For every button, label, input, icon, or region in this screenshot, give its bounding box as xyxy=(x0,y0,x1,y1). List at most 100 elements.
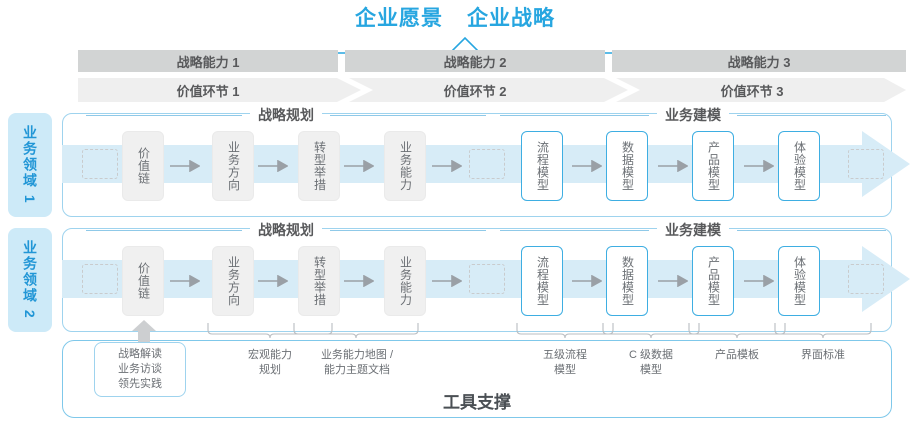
capability-label-2: 战略能力 2 xyxy=(443,54,507,70)
section-rule-right xyxy=(330,229,486,231)
node-business-capability-r2[interactable]: 业务能力 xyxy=(384,246,426,316)
value-link-chevron-band xyxy=(78,78,906,102)
tool-label-line: 规划 xyxy=(259,364,281,376)
capability-bar-1: 战略能力 1 xyxy=(78,50,338,72)
placeholder-box-r1-end xyxy=(848,149,884,179)
node-label: 数据模型 xyxy=(620,141,635,191)
tool-label-ui-standard: 界面标准 xyxy=(773,348,873,363)
node-label: 业务方向 xyxy=(226,256,241,306)
tool-label-line: 能力主题文档 xyxy=(324,364,390,376)
section-header-modeling-r1: 业务建模 xyxy=(500,105,886,125)
tool-label-line: 业务访谈 xyxy=(118,363,162,375)
section-rule-right xyxy=(737,229,886,231)
node-product-model-r1[interactable]: 产品模型 xyxy=(692,131,734,201)
node-label: 价值链 xyxy=(136,262,151,300)
upward-arrow-icon xyxy=(132,320,156,342)
flow-arrow-icon xyxy=(258,275,288,287)
flow-arrow-icon xyxy=(170,160,200,172)
business-domain-tab-2[interactable]: 业务领域 2 xyxy=(8,228,52,332)
node-label: 业务方向 xyxy=(226,141,241,191)
bracket-ui-standard xyxy=(774,323,872,339)
node-process-model-r2[interactable]: 流程模型 xyxy=(521,246,563,316)
flow-arrow-icon xyxy=(744,275,774,287)
flow-arrow-icon xyxy=(658,275,688,287)
capability-label-1: 战略能力 1 xyxy=(176,54,240,70)
tool-label-line: 模型 xyxy=(554,364,576,376)
flow-arrow-icon xyxy=(258,160,288,172)
section-rule-left xyxy=(86,114,242,116)
node-data-model-r1[interactable]: 数据模型 xyxy=(606,131,648,201)
node-label: 产品模型 xyxy=(706,256,721,306)
node-label: 流程模型 xyxy=(535,256,550,306)
node-label: 价值链 xyxy=(136,147,151,185)
tool-label-line: 五级流程 xyxy=(543,349,587,361)
node-label: 流程模型 xyxy=(535,141,550,191)
node-label: 产品模型 xyxy=(706,141,721,191)
section-rule-right xyxy=(330,114,486,116)
tool-label-line: 战略解读 xyxy=(118,348,162,360)
node-value-chain-r1[interactable]: 价值链 xyxy=(122,131,164,201)
flow-arrow-icon xyxy=(432,160,462,172)
node-business-direction-r1[interactable]: 业务方向 xyxy=(212,131,254,201)
node-experience-model-r1[interactable]: 体验模型 xyxy=(778,131,820,201)
business-domain-label-1: 业务领域 1 xyxy=(22,125,38,205)
flow-arrow-icon xyxy=(572,160,602,172)
tool-label-macro-capability: 宏观能力 规划 xyxy=(218,348,322,378)
node-value-chain-r2[interactable]: 价值链 xyxy=(122,246,164,316)
node-label: 业务能力 xyxy=(398,141,413,191)
tool-label-c-level-data: C 级数据 模型 xyxy=(601,348,701,378)
section-rule-left xyxy=(500,114,649,116)
placeholder-box-r2-end xyxy=(848,264,884,294)
node-label: 体验模型 xyxy=(792,256,807,306)
section-title-planning: 战略规划 xyxy=(250,220,322,240)
node-business-direction-r2[interactable]: 业务方向 xyxy=(212,246,254,316)
value-link-label-3: 价值环节 3 xyxy=(612,78,892,102)
section-header-modeling-r2: 业务建模 xyxy=(500,220,886,240)
flow-arrow-icon xyxy=(572,275,602,287)
node-data-model-r2[interactable]: 数据模型 xyxy=(606,246,648,316)
flow-arrow-icon xyxy=(170,275,200,287)
node-label: 转型举措 xyxy=(312,141,327,191)
value-link-text-2: 价值环节 2 xyxy=(443,83,507,99)
section-header-planning-r1: 战略规划 xyxy=(86,105,486,125)
tool-label-line: 领先实践 xyxy=(118,378,162,390)
node-transformation-measures-r1[interactable]: 转型举措 xyxy=(298,131,340,201)
node-process-model-r1[interactable]: 流程模型 xyxy=(521,131,563,201)
node-label: 体验模型 xyxy=(792,141,807,191)
node-experience-model-r2[interactable]: 体验模型 xyxy=(778,246,820,316)
capability-bar-3: 战略能力 3 xyxy=(612,50,906,72)
node-transformation-measures-r2[interactable]: 转型举措 xyxy=(298,246,340,316)
section-rule-left xyxy=(86,229,242,231)
tool-support-container xyxy=(62,340,892,418)
flow-arrow-icon xyxy=(744,160,774,172)
enterprise-vision-title: 企业愿景 xyxy=(355,7,443,30)
capability-bar-2: 战略能力 2 xyxy=(345,50,605,72)
section-title-modeling: 业务建模 xyxy=(657,220,729,240)
tool-label-strategy-interpretation[interactable]: 战略解读 业务访谈 领先实践 xyxy=(94,342,186,397)
placeholder-box-r2-start xyxy=(82,264,118,294)
tool-label-line: 业务能力地图 / xyxy=(320,349,394,361)
tool-label-line: C 级数据 xyxy=(629,349,673,361)
bracket-c-level-data xyxy=(602,323,700,339)
placeholder-box-r1-mid xyxy=(469,149,505,179)
section-rule-right xyxy=(737,114,886,116)
bracket-capability-map xyxy=(293,323,419,339)
tool-label-line: 宏观能力 xyxy=(248,349,292,361)
section-title-modeling: 业务建模 xyxy=(657,105,729,125)
placeholder-box-r2-mid xyxy=(469,264,505,294)
node-label: 转型举措 xyxy=(312,256,327,306)
node-business-capability-r1[interactable]: 业务能力 xyxy=(384,131,426,201)
tool-label-capability-map: 业务能力地图 / 能力主题文档 xyxy=(300,348,414,378)
section-title-planning: 战略规划 xyxy=(250,105,322,125)
value-link-text-1: 价值环节 1 xyxy=(176,83,240,99)
capability-label-3: 战略能力 3 xyxy=(727,54,791,70)
business-domain-label-2: 业务领域 2 xyxy=(22,240,38,320)
flow-arrow-icon xyxy=(432,275,462,287)
node-product-model-r2[interactable]: 产品模型 xyxy=(692,246,734,316)
node-label: 数据模型 xyxy=(620,256,635,306)
section-header-planning-r2: 战略规划 xyxy=(86,220,486,240)
business-domain-tab-1[interactable]: 业务领域 1 xyxy=(8,113,52,217)
placeholder-box-r1-start xyxy=(82,149,118,179)
flow-arrow-icon xyxy=(344,160,374,172)
